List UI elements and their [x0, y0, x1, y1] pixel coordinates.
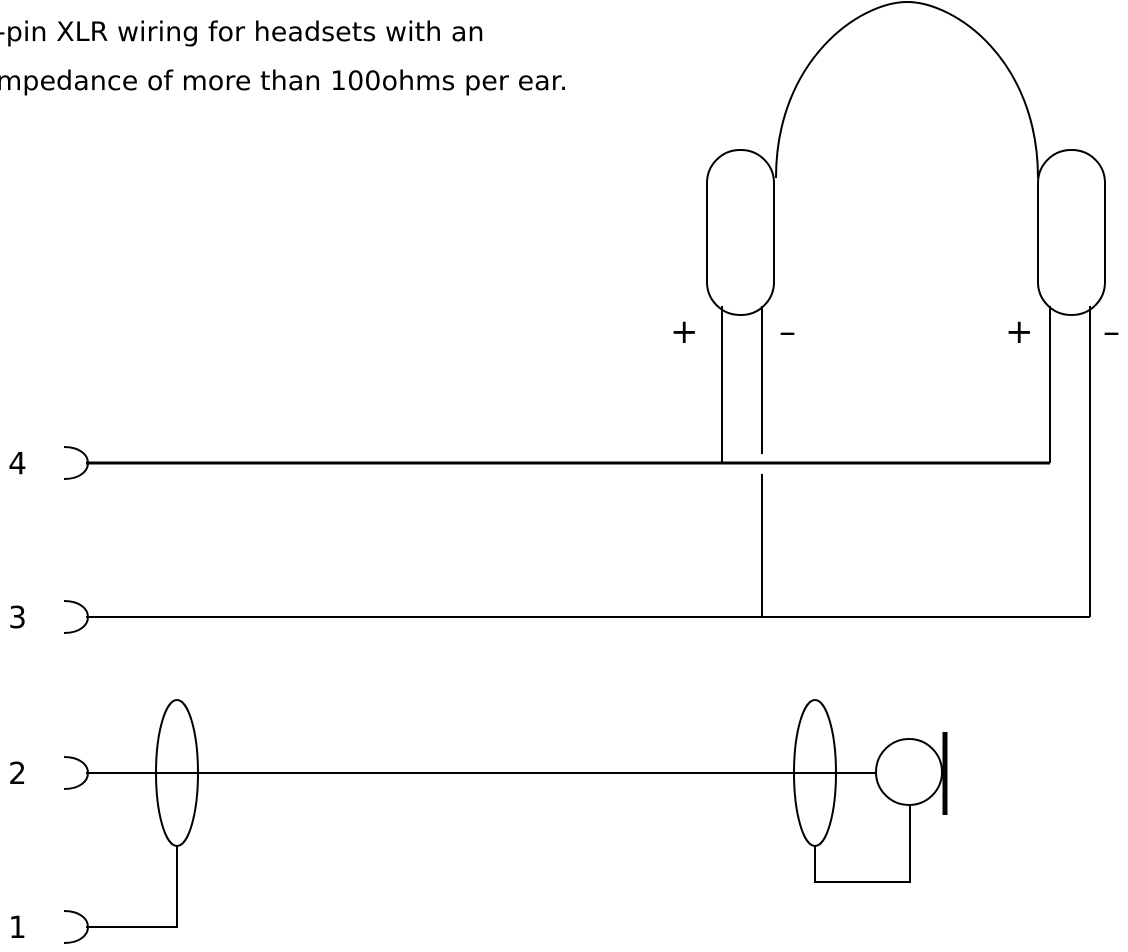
pin-2-label: 2 [8, 757, 27, 792]
pin-3-label: 3 [8, 601, 27, 636]
caption-line-1: -pin XLR wiring for headsets with an [0, 17, 485, 48]
right-minus-label: – [1103, 312, 1120, 352]
left-plus-label: + [670, 312, 699, 352]
pin-4-connector [63, 446, 89, 480]
pin-3-connector [63, 600, 89, 634]
caption-line-2: mpedance of more than 100ohms per ear. [0, 66, 568, 97]
pin-connectors [63, 446, 89, 944]
microphone-capsule [875, 738, 943, 806]
pin-1-label: 1 [8, 911, 27, 946]
right-plus-label: + [1005, 312, 1034, 352]
right-earcup [1037, 149, 1106, 316]
pin-2-connector [63, 756, 89, 790]
microphone-return-wire [814, 805, 911, 883]
pin-1-connector [63, 910, 89, 944]
left-earcup [706, 149, 775, 316]
pin-4-label: 4 [8, 447, 27, 482]
left-minus-label: – [779, 312, 796, 352]
headband [775, 0, 1039, 179]
earcup-wires [721, 306, 1091, 617]
pin-1-wire [86, 846, 178, 928]
